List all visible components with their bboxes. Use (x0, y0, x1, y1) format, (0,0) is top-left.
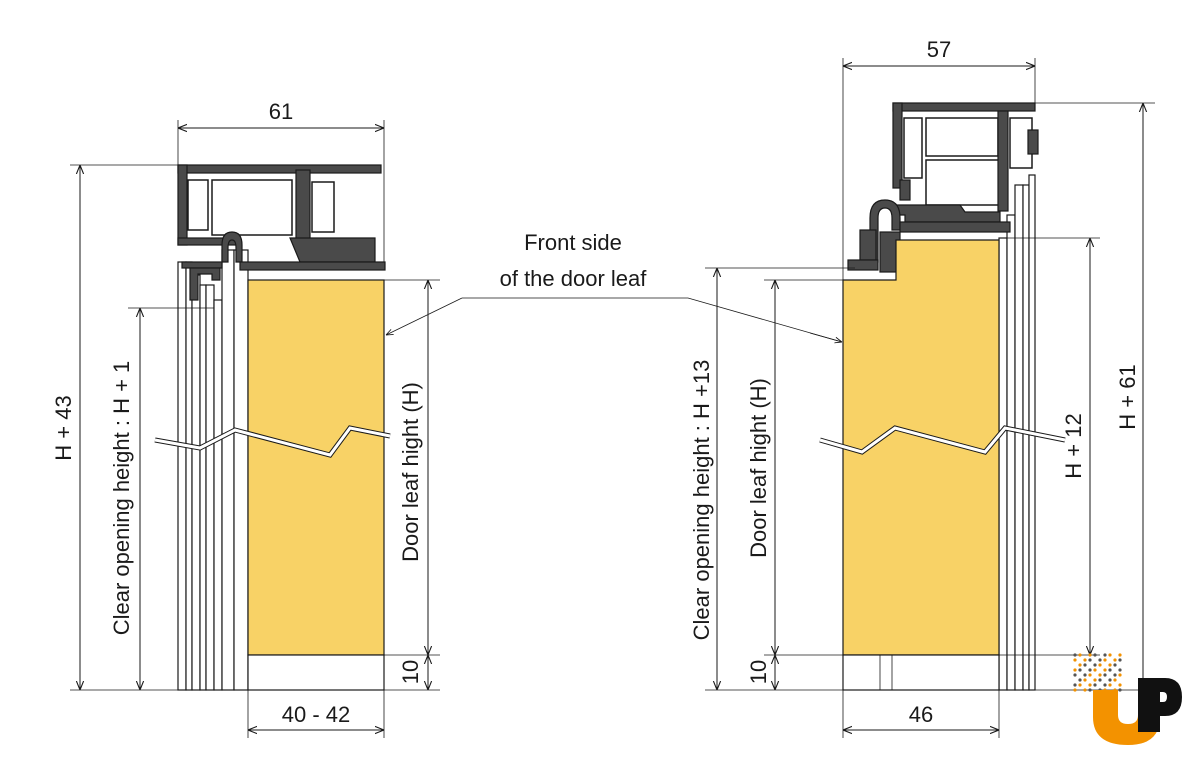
up-logo (1073, 653, 1182, 745)
left-leaf-thickness-label: 40 - 42 (282, 702, 351, 727)
right-total-height-label: H + 61 (1115, 364, 1140, 429)
logo-dot (1098, 658, 1102, 662)
logo-dot (1113, 678, 1117, 682)
logo-dot (1073, 673, 1077, 677)
logo-dot (1103, 668, 1107, 672)
right-clear-opening-dimension: Clear opening height : H +13 (689, 267, 855, 691)
right-width-dimension: 57 (842, 37, 1036, 280)
logo-dot (1093, 683, 1097, 687)
left-width-dimension: 61 (177, 99, 385, 262)
logo-dot (1118, 673, 1122, 677)
left-door-leaf (247, 279, 385, 656)
logo-dot (1088, 683, 1092, 687)
left-clear-opening-label: Clear opening height : H + 1 (109, 361, 134, 636)
logo-dot (1073, 683, 1077, 687)
logo-dot (1118, 683, 1122, 687)
left-total-height-dimension: H + 43 (51, 164, 178, 691)
logo-dot (1073, 688, 1077, 692)
logo-dot (1098, 678, 1102, 682)
logo-dot (1083, 678, 1087, 682)
logo-dot (1088, 653, 1092, 657)
right-inner-height-dimension: H + 12 (999, 237, 1100, 656)
right-leaf-thickness-dimension: 46 (842, 690, 1000, 738)
right-head-profile (847, 102, 1039, 273)
logo-dot (1113, 658, 1117, 662)
logo-dot (1078, 678, 1082, 682)
logo-dot (1108, 668, 1112, 672)
logo-dot (1118, 658, 1122, 662)
right-door-leaf-height-dimension: Door leaf hight (H) 10 (746, 279, 843, 690)
logo-dot (1113, 673, 1117, 677)
logo-dot (1098, 663, 1102, 667)
left-bottom-gap (247, 654, 385, 691)
logo-dot (1073, 658, 1077, 662)
logo-dot (1108, 663, 1112, 667)
logo-dot (1083, 673, 1087, 677)
left-total-height-label: H + 43 (51, 395, 76, 460)
logo-dot (1088, 658, 1092, 662)
logo-dot (1103, 673, 1107, 677)
logo-dot (1088, 688, 1092, 692)
logo-dot (1103, 653, 1107, 657)
logo-dot (1093, 668, 1097, 672)
logo-dot (1118, 668, 1122, 672)
left-head-profile (177, 164, 386, 301)
dotted-u-logo-icon (1073, 653, 1122, 692)
logo-dot (1088, 673, 1092, 677)
right-door-leaf-label: Door leaf hight (H) (746, 378, 771, 558)
left-frame-strips (177, 249, 249, 691)
logo-dot (1093, 653, 1097, 657)
right-width-label: 57 (927, 37, 951, 62)
left-break-line (154, 425, 391, 458)
logo-dot (1113, 663, 1117, 667)
callout-line-1: Front side (524, 230, 622, 255)
right-bottom-gap-label: 10 (746, 660, 771, 684)
logo-dot (1083, 688, 1087, 692)
left-width-label: 61 (269, 99, 293, 124)
right-break-line (819, 425, 1066, 455)
logo-dot (1078, 668, 1082, 672)
logo-dot (1088, 668, 1092, 672)
logo-dot (1118, 688, 1122, 692)
callout-line-2: of the door leaf (500, 266, 648, 291)
logo-dot (1103, 683, 1107, 687)
logo-dot (1083, 658, 1087, 662)
right-total-height-dimension: H + 61 (1035, 102, 1155, 691)
right-section: 57 H + 61 H + 12 Clear opening height : … (689, 37, 1155, 738)
logo-dot (1118, 653, 1122, 657)
logo-dot (1103, 658, 1107, 662)
logo-dot (1108, 653, 1112, 657)
right-bottom-gap (842, 654, 1000, 691)
left-leaf-thickness-dimension: 40 - 42 (247, 690, 385, 738)
logo-dot (1078, 683, 1082, 687)
left-bottom-gap-label: 10 (398, 660, 423, 684)
logo-dot (1093, 663, 1097, 667)
left-clear-opening-dimension: Clear opening height : H + 1 (109, 307, 214, 690)
right-clear-opening-label: Clear opening height : H +13 (689, 360, 714, 641)
front-side-callout: Front side of the door leaf (386, 230, 842, 342)
logo-dot (1098, 673, 1102, 677)
right-inner-height-label: H + 12 (1061, 413, 1086, 478)
logo-dot (1093, 678, 1097, 682)
left-door-leaf-label: Door leaf hight (H) (398, 382, 423, 562)
logo-dot (1078, 663, 1082, 667)
logo-dot (1108, 678, 1112, 682)
logo-dot (1083, 663, 1087, 667)
right-leaf-thickness-label: 46 (909, 702, 933, 727)
left-section: 61 H + 43 Clear opening height : H + 1 D… (51, 99, 440, 738)
logo-dot (1073, 653, 1077, 657)
logo-dot (1108, 683, 1112, 687)
logo-dot (1073, 668, 1077, 672)
left-door-leaf-height-dimension: Door leaf hight (H) 10 (384, 279, 440, 691)
logo-dot (1078, 653, 1082, 657)
logo-p-shape (1138, 678, 1182, 732)
